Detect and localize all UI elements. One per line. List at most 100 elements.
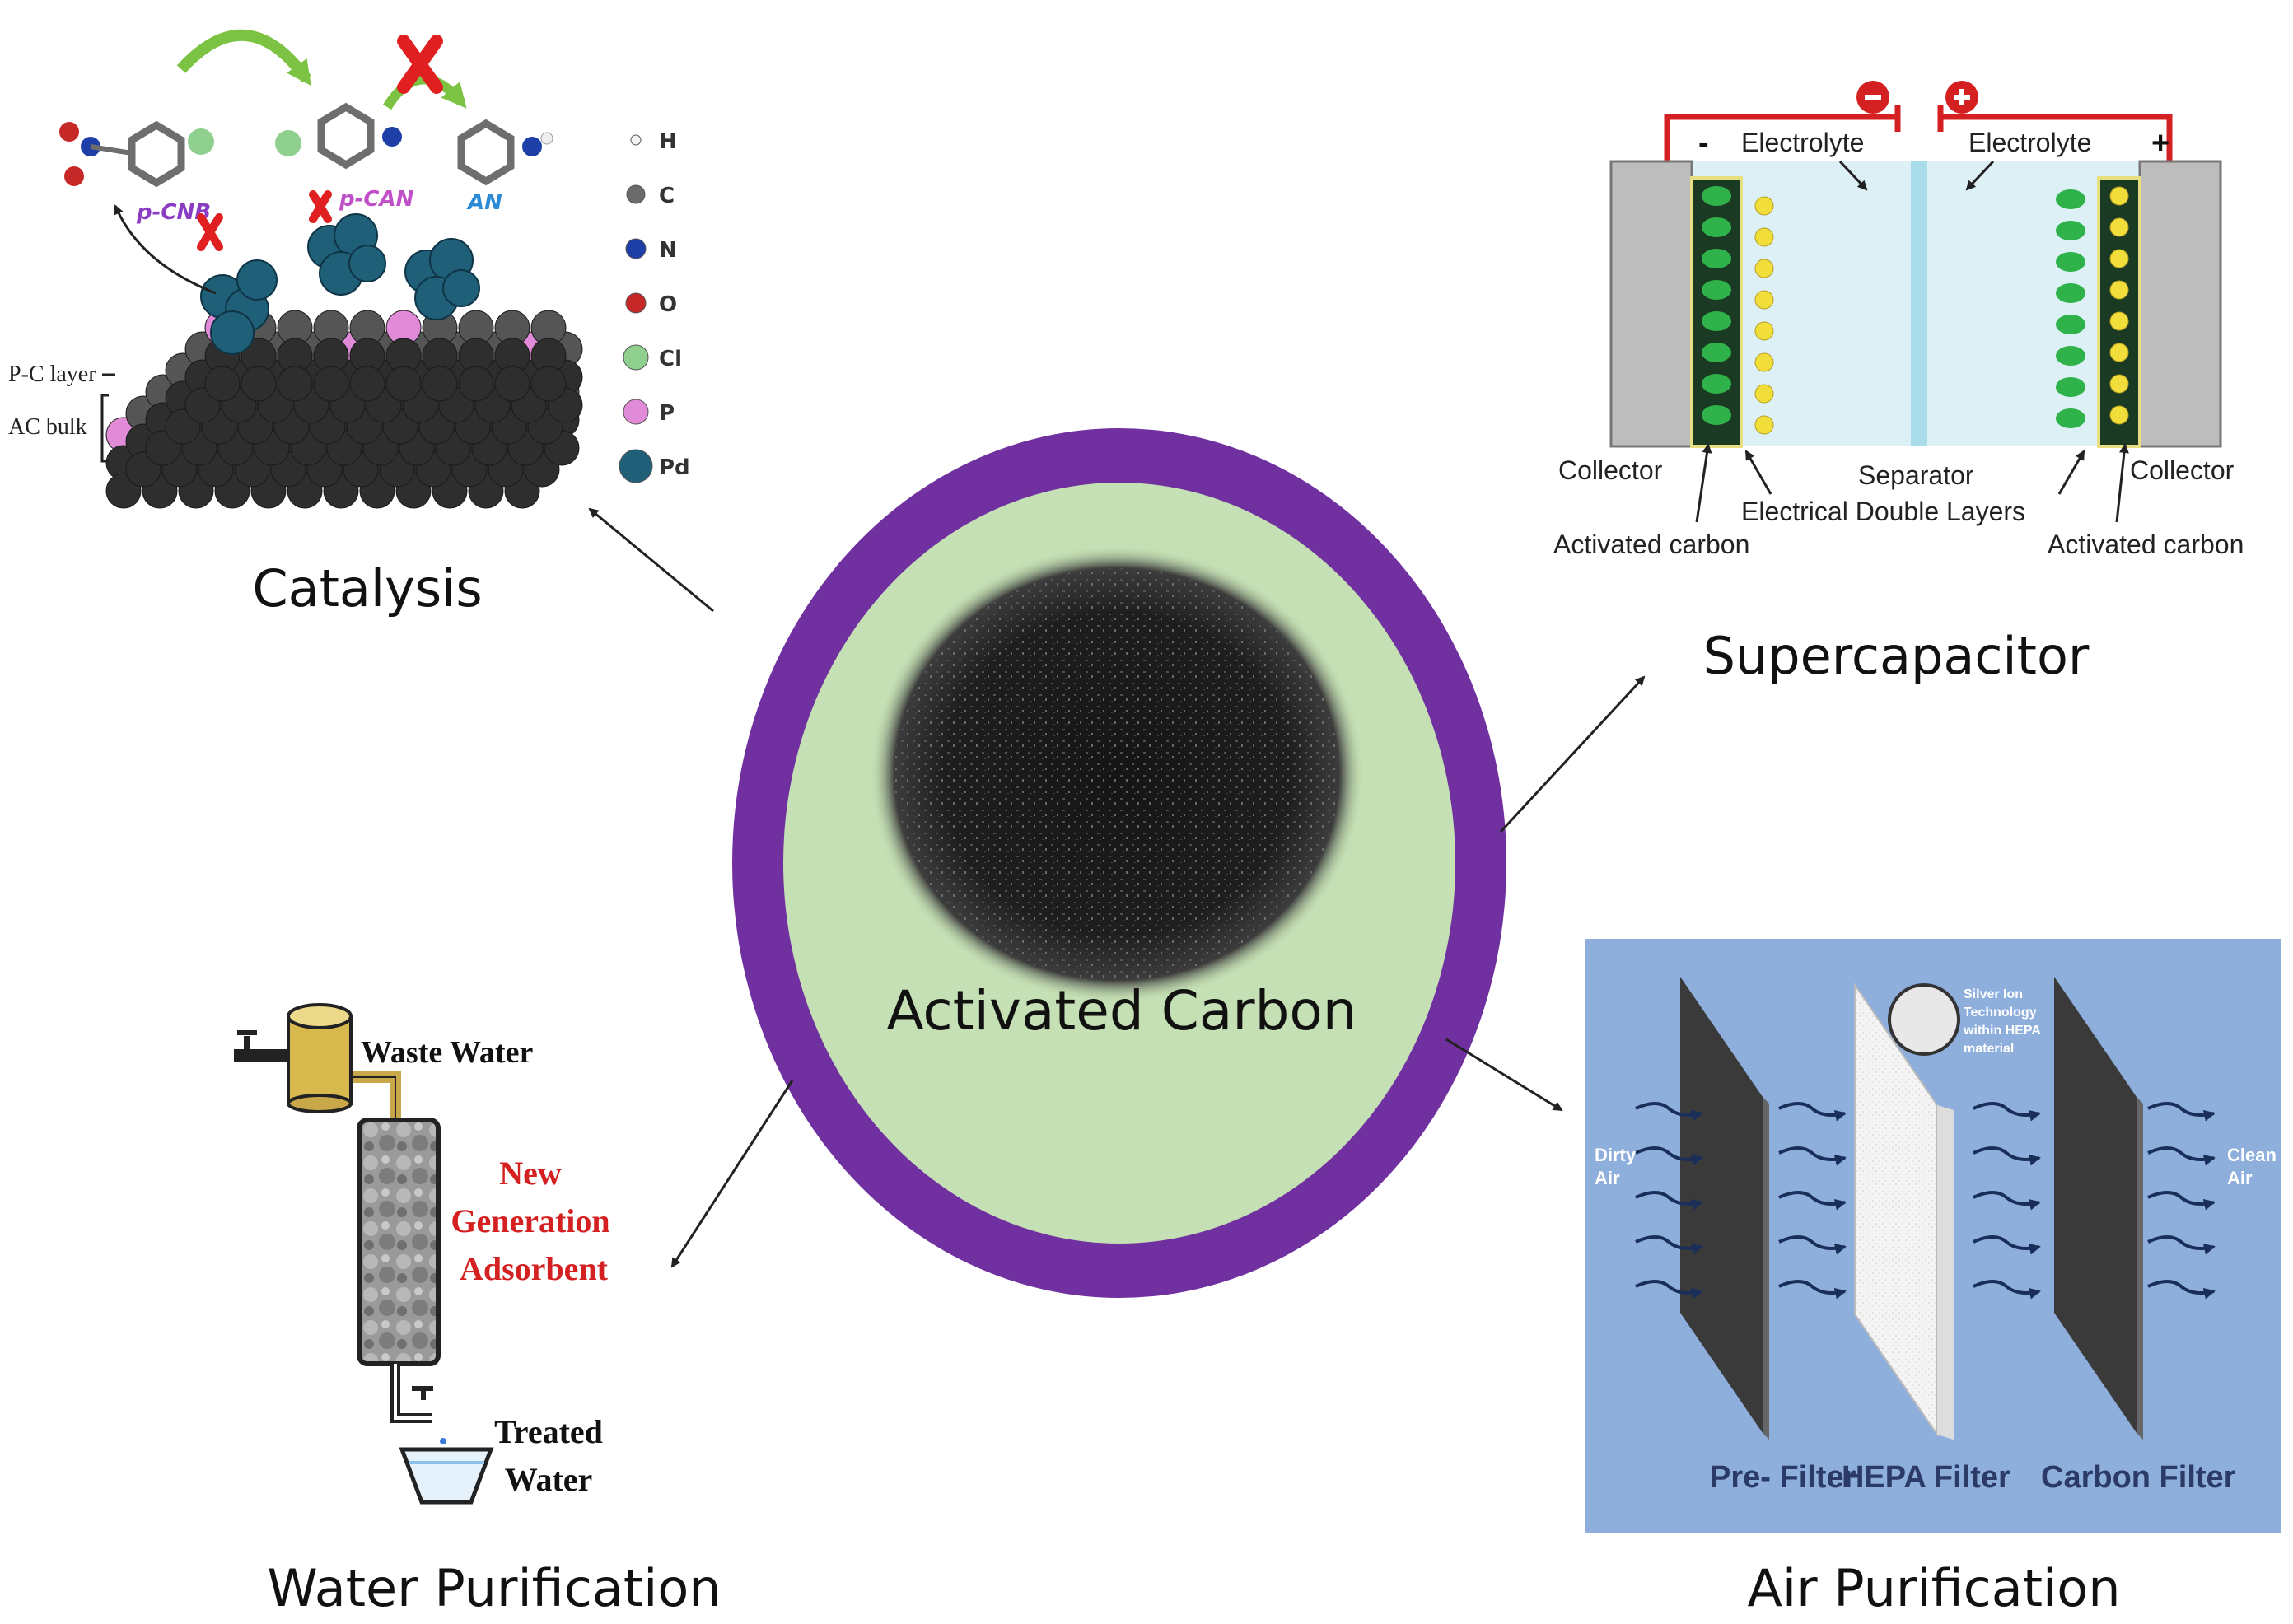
surface-atom [422, 366, 458, 402]
water-title: Water Purification [267, 1558, 721, 1618]
connector-arrows [588, 507, 1646, 1268]
molecule-p-cnb: p-CNB [59, 120, 214, 225]
charge-site [2109, 405, 2129, 425]
adsorbent-line-3: Adsorbent [460, 1250, 609, 1287]
legend-symbol: Cl [659, 347, 682, 371]
cation [1754, 415, 1774, 435]
silver-note-4: material [1964, 1042, 2014, 1056]
airflow-arrow [2147, 1235, 2216, 1255]
legend-swatch [623, 344, 649, 371]
ion-layers [1702, 186, 2129, 435]
airflow-arrow [1778, 1191, 1847, 1211]
cation [1754, 321, 1774, 341]
treated-water-bowl [399, 1447, 494, 1505]
separator-label: Separator [1858, 460, 1974, 490]
pos-sign: + [2151, 126, 2169, 161]
charge-site [2109, 280, 2129, 300]
red-x-mark [397, 35, 443, 94]
surface-atom [530, 366, 567, 402]
carbon-filter-label: Carbon Filter [2041, 1460, 2236, 1495]
carbon-particle [1702, 343, 1731, 362]
airflow-arrow [1973, 1280, 2041, 1300]
pre-filter [1680, 977, 1763, 1433]
water-panel: Waste Water New Generation Adsorbent Tre… [234, 1003, 722, 1618]
airflow-arrow [1635, 1102, 1703, 1122]
air-panel: Dirty Air Clean Air Silver Ion Technolog… [1585, 939, 2281, 1618]
charge-site [2109, 343, 2129, 362]
airflow-arrow [1973, 1102, 2041, 1122]
surface-atom [385, 366, 422, 402]
surface-atom [458, 366, 494, 402]
legend-symbol: H [659, 129, 677, 154]
legend-swatch [619, 449, 653, 483]
cation [1754, 196, 1774, 216]
red-x-mark [197, 190, 332, 251]
collector-left [1609, 160, 1693, 448]
airflow-arrow [1778, 1146, 1847, 1166]
waste-water-label: Waste Water [361, 1035, 533, 1070]
carbon-particle [1702, 374, 1731, 394]
carbon-particle [1702, 186, 1731, 206]
electrolyte-label-right: Electrolyte [1968, 128, 2091, 157]
legend-symbol: O [659, 292, 677, 317]
airflow-arrow [1973, 1146, 2041, 1166]
reaction-arrow-1 [176, 29, 311, 86]
surface-atom [204, 366, 241, 402]
circuit-wire-left [1664, 105, 1901, 161]
supercapacitor-title: Supercapacitor [1703, 626, 2090, 686]
arrow-to-catalysis [588, 507, 714, 613]
surface-atom [313, 366, 349, 402]
legend-swatch [630, 134, 642, 146]
charge-site [2109, 374, 2129, 394]
airflow-arrow [1635, 1280, 1703, 1300]
cation [1754, 352, 1774, 372]
clean-air-line-1: Clean [2227, 1145, 2277, 1165]
anion [2056, 315, 2085, 334]
pc-layer-label: P-C layer [8, 362, 96, 387]
molecule-an: AN [457, 119, 553, 215]
waste-water-tank [287, 1003, 353, 1113]
cation [1754, 227, 1774, 247]
label-an: AN [466, 190, 502, 215]
anion [2056, 221, 2085, 240]
arrow-to-supercapacitor [1499, 675, 1646, 833]
legend-swatch [626, 184, 646, 204]
molecule-p-can: p-CAN [275, 102, 414, 212]
carbon-particle [1702, 217, 1731, 237]
dirty-air-line-1: Dirty [1595, 1145, 1637, 1165]
dirty-air-line-2: Air [1595, 1168, 1620, 1188]
airflow-arrow [1635, 1146, 1703, 1166]
airflow-arrow [1635, 1235, 1703, 1255]
surface-atom [277, 366, 313, 402]
adsorbent-line-2: Generation [451, 1202, 609, 1239]
silver-ion-icon [1888, 983, 1960, 1056]
airflow-arrow [2147, 1191, 2216, 1211]
collector-label-right: Collector [2130, 455, 2235, 485]
surface-atom [241, 366, 277, 402]
feed-pipe [349, 1071, 401, 1120]
double-layers-label: Electrical Double Layers [1741, 497, 2025, 526]
ac-bulk-label: AC bulk [8, 414, 87, 440]
airflow-arrow [1778, 1102, 1847, 1122]
legend-symbol: Pd [659, 455, 690, 480]
arrow-to-air [1445, 1038, 1563, 1112]
legend-swatch [625, 238, 647, 259]
treated-line-2: Water [505, 1461, 593, 1498]
carbon-particle [1702, 405, 1731, 425]
anion [2056, 377, 2085, 397]
pd-cluster [200, 213, 480, 355]
center-circle: Activated Carbon [732, 428, 1506, 1298]
supercapacitor-panel: - Electrolyte Electrolyte + Collector Co… [1553, 81, 2244, 686]
electrolyte-label-left: Electrolyte [1741, 128, 1864, 157]
anion [2056, 252, 2085, 272]
reaction-arrow-2 [382, 74, 467, 110]
label-p-can: p-CAN [339, 187, 414, 212]
surface-atom [494, 366, 530, 402]
carbon-particle [1702, 280, 1731, 300]
legend-swatch [623, 399, 649, 425]
clean-air-line-2: Air [2227, 1168, 2253, 1188]
neg-sign: - [1698, 126, 1709, 161]
legend-swatch [625, 292, 647, 314]
